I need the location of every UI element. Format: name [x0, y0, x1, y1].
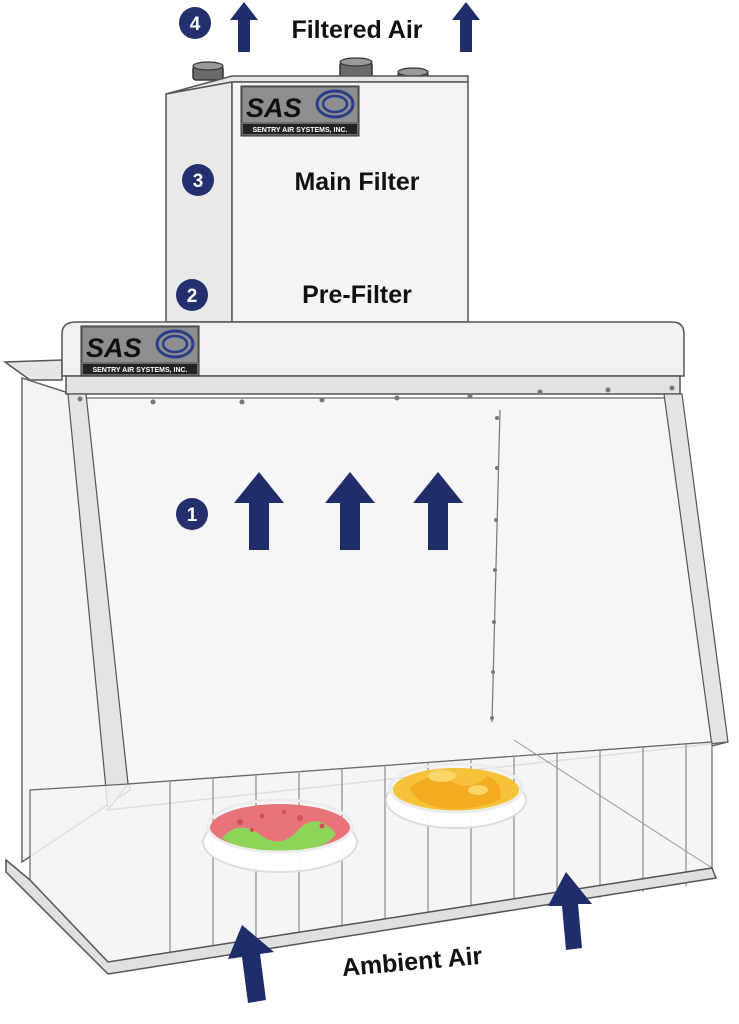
sas-logo-hood: SAS SENTRY AIR SYSTEMS, INC.	[80, 325, 200, 377]
outlet-knob-left	[192, 61, 224, 81]
intake-arrows	[234, 472, 463, 550]
hood-enclosure	[2, 321, 729, 975]
svg-text:SAS: SAS	[246, 93, 302, 123]
main-filter-label: Main Filter	[294, 168, 419, 196]
up-arrow-1	[234, 472, 284, 550]
pre-filter-label: Pre-Filter	[302, 281, 412, 309]
outlet-knob-center	[339, 57, 373, 79]
ambient-air-label: Ambient Air	[341, 942, 484, 982]
petri-dish-right	[385, 762, 527, 829]
up-arrow-2	[325, 472, 375, 550]
step-1-badge: 1	[176, 498, 208, 530]
exhaust-arrow-left	[230, 2, 258, 52]
ambient-arrow-left	[228, 925, 274, 1003]
step-3-badge: 3	[182, 164, 214, 196]
step-2-badge: 2	[176, 279, 208, 311]
svg-text:4: 4	[190, 14, 201, 35]
sas-logo-top: SAS SENTRY AIR SYSTEMS, INC.	[240, 85, 360, 137]
petri-dish-left	[202, 798, 358, 873]
ambient-arrow-right	[548, 872, 592, 950]
svg-text:1: 1	[187, 505, 198, 526]
svg-text:3: 3	[193, 171, 204, 192]
svg-text:SENTRY AIR SYSTEMS, INC.: SENTRY AIR SYSTEMS, INC.	[252, 127, 347, 134]
exhaust-arrow-right	[452, 2, 480, 52]
svg-text:SAS: SAS	[86, 333, 142, 363]
filtered-air-label: Filtered Air	[291, 16, 422, 44]
up-arrow-3	[413, 472, 463, 550]
svg-text:2: 2	[187, 286, 198, 307]
svg-text:SENTRY AIR SYSTEMS, INC.: SENTRY AIR SYSTEMS, INC.	[92, 367, 187, 374]
step-4-badge: 4	[179, 7, 211, 39]
